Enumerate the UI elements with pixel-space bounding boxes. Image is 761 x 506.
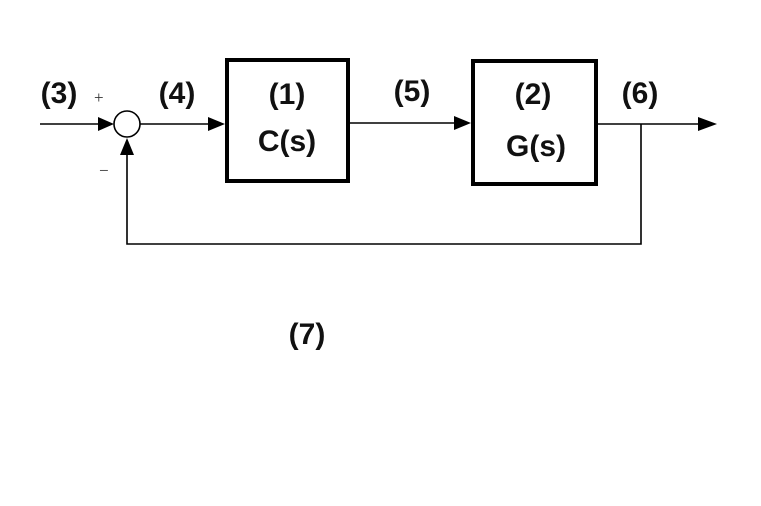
feedback-path-line: [126, 124, 642, 245]
label-7: (7): [289, 318, 326, 351]
label-5: (5): [394, 75, 431, 108]
control-arrowhead: [454, 116, 471, 130]
controller-transfer-function: C(s): [258, 125, 316, 158]
label-2: (2): [515, 78, 552, 111]
plant-transfer-function: G(s): [506, 130, 566, 163]
plant-block: [471, 59, 598, 186]
feedback-arrowhead: [120, 138, 134, 155]
plus-sign: +: [94, 88, 104, 107]
label-3: (3): [41, 77, 78, 110]
summing-junction: [113, 110, 141, 138]
output-arrowhead: [698, 117, 717, 131]
error-arrowhead: [208, 117, 225, 131]
label-1: (1): [269, 78, 306, 111]
input-arrowhead: [98, 117, 114, 131]
label-6: (6): [622, 77, 659, 110]
controller-block: [225, 58, 350, 183]
minus-sign: −: [99, 161, 109, 180]
label-4: (4): [159, 77, 196, 110]
